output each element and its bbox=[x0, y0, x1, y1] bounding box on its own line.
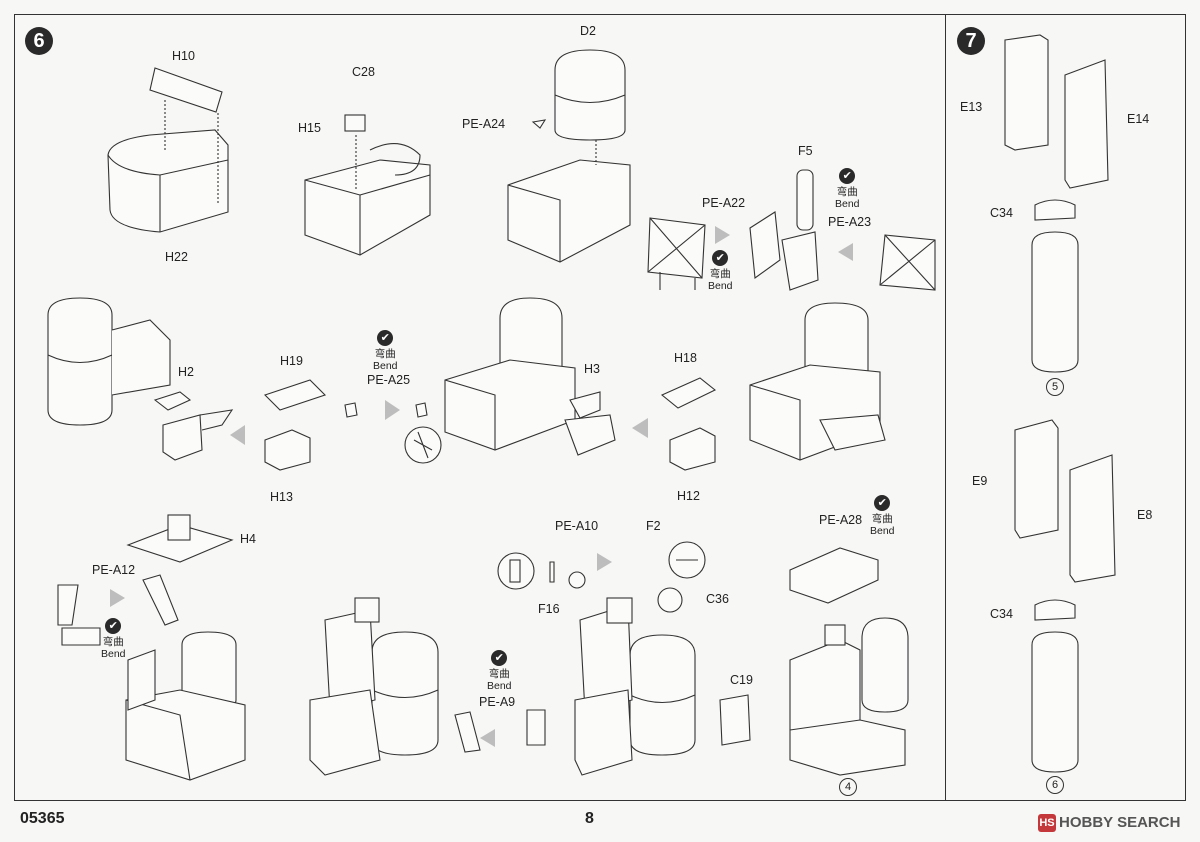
part-label-c34-lower: C34 bbox=[990, 607, 1013, 621]
part-label-pe-a10: PE-A10 bbox=[555, 519, 599, 533]
hobby-search-logo-icon: HS bbox=[1038, 814, 1056, 833]
pe-a22-tower-drawing bbox=[647, 169, 936, 291]
part-label-f5: F5 bbox=[798, 144, 813, 158]
part-label-c34-upper: C34 bbox=[990, 206, 1013, 220]
part-label-e14: E14 bbox=[1127, 112, 1150, 126]
part-label-pe-a28: PE-A28 bbox=[819, 513, 863, 527]
bend-zh: 弯曲 bbox=[374, 348, 396, 360]
part-label-c28: C28 bbox=[352, 65, 375, 79]
main-building-right-drawing bbox=[749, 302, 886, 461]
part-label-h4: H4 bbox=[240, 532, 256, 546]
center-building-drawing bbox=[444, 297, 616, 456]
part-label-h2: H2 bbox=[178, 365, 194, 379]
bend-check-icon: ✔ bbox=[839, 168, 856, 184]
bend-en: Bend bbox=[708, 280, 733, 292]
part-label-h15: H15 bbox=[298, 121, 321, 135]
bend-note-pe-a25: ✔ 弯曲 Bend bbox=[373, 330, 398, 372]
part-label-h18: H18 bbox=[674, 351, 697, 365]
bend-check-icon: ✔ bbox=[377, 330, 394, 346]
page-number: 8 bbox=[585, 810, 594, 827]
part-label-c36: C36 bbox=[706, 592, 729, 606]
bend-note-pe-a23: ✔ 弯曲 Bend bbox=[835, 168, 860, 210]
pe-a10-drawing bbox=[497, 541, 706, 613]
bend-note-pe-a12: ✔ 弯曲 Bend bbox=[101, 618, 126, 660]
part-label-h10: H10 bbox=[172, 49, 195, 63]
hobby-search-text: HOBBY SEARCH bbox=[1059, 814, 1181, 831]
bend-zh: 弯曲 bbox=[836, 186, 858, 198]
part-label-e13: E13 bbox=[960, 100, 983, 114]
bend-en: Bend bbox=[101, 648, 126, 660]
part-label-h22: H22 bbox=[165, 250, 188, 264]
pe-a28-building-drawing bbox=[789, 547, 909, 776]
part-label-pe-a24: PE-A24 bbox=[462, 117, 506, 131]
part-label-h13: H13 bbox=[270, 490, 293, 504]
part-label-d2: D2 bbox=[580, 24, 596, 38]
part-label-pe-a9: PE-A9 bbox=[479, 695, 516, 709]
part-label-h12: H12 bbox=[677, 489, 700, 503]
part-label-e9: E9 bbox=[972, 474, 988, 488]
bend-note-pe-a22: ✔ 弯曲 Bend bbox=[708, 250, 733, 292]
substep-4: 4 bbox=[839, 778, 857, 796]
part-label-e8: E8 bbox=[1137, 508, 1153, 522]
pe-a25-drawing bbox=[344, 402, 442, 464]
bend-en: Bend bbox=[870, 525, 895, 537]
bend-zh: 弯曲 bbox=[102, 636, 124, 648]
bend-note-pe-a9: ✔ 弯曲 Bend bbox=[487, 650, 512, 692]
part-label-pe-a25: PE-A25 bbox=[367, 373, 411, 387]
pe-a9-building-drawing bbox=[309, 597, 546, 776]
bend-note-pe-a28: ✔ 弯曲 Bend bbox=[870, 495, 895, 537]
c28-building-drawing bbox=[304, 114, 431, 256]
bend-check-icon: ✔ bbox=[874, 495, 891, 511]
bend-en: Bend bbox=[835, 198, 860, 210]
part-label-pe-a12: PE-A12 bbox=[92, 563, 136, 577]
substep-5: 5 bbox=[1046, 378, 1064, 396]
bend-check-icon: ✔ bbox=[712, 250, 729, 266]
d2-building-drawing bbox=[507, 49, 631, 263]
bend-zh: 弯曲 bbox=[488, 668, 510, 680]
bend-en: Bend bbox=[373, 360, 398, 372]
step-7-number: 7 bbox=[957, 27, 985, 55]
step7-shells-drawing bbox=[1004, 34, 1116, 773]
direction-arrows bbox=[110, 226, 853, 747]
part-label-pe-a23: PE-A23 bbox=[828, 215, 872, 229]
bend-zh: 弯曲 bbox=[709, 268, 731, 280]
part-label-pe-a22: PE-A22 bbox=[702, 196, 746, 210]
bend-check-icon: ✔ bbox=[491, 650, 508, 666]
step-7-panel bbox=[946, 14, 1186, 801]
substep-6: 6 bbox=[1046, 776, 1064, 794]
h4-pe-a12-drawing bbox=[57, 514, 246, 781]
bend-zh: 弯曲 bbox=[871, 513, 893, 525]
part-label-h3: H3 bbox=[584, 362, 600, 376]
left-mid-building-drawing bbox=[47, 297, 234, 461]
bend-en: Bend bbox=[487, 680, 512, 692]
h10-cab-drawing bbox=[107, 67, 229, 233]
step-6-number: 6 bbox=[25, 27, 53, 55]
part-label-h19: H19 bbox=[280, 354, 303, 368]
part-label-f2: F2 bbox=[646, 519, 661, 533]
product-code: 05365 bbox=[20, 810, 65, 827]
center-lower-building-drawing bbox=[574, 597, 751, 776]
part-label-f16: F16 bbox=[538, 602, 560, 616]
h19-h13-drawing bbox=[263, 379, 327, 471]
step-6-panel bbox=[14, 14, 946, 801]
bend-check-icon: ✔ bbox=[105, 618, 122, 634]
part-label-c19: C19 bbox=[730, 673, 753, 687]
h18-h12-drawing bbox=[660, 377, 717, 471]
